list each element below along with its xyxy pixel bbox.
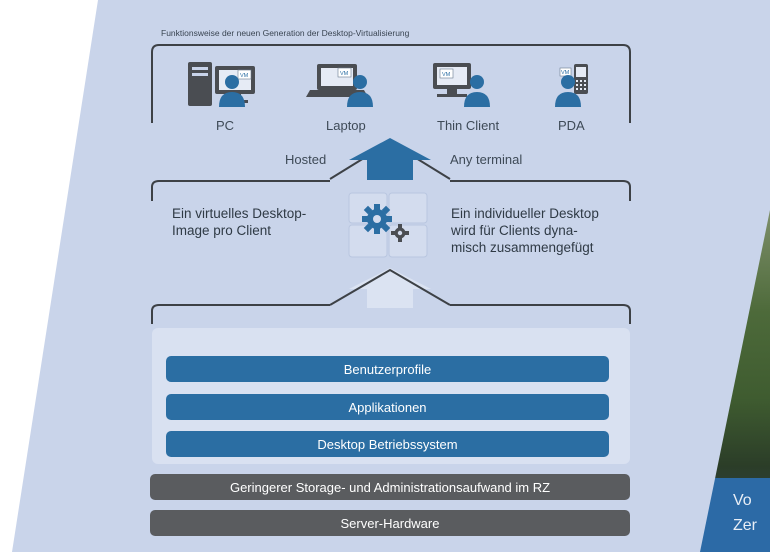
vm-tag-pda: VM: [561, 70, 570, 76]
virtual-image-line-1: Ein virtuelles Desktop-: [172, 206, 307, 221]
upload-arrow-top: [329, 138, 451, 180]
device-label-thin-client: Thin Client: [437, 118, 500, 133]
hosted-label: Hosted: [285, 152, 327, 167]
laptop-icon: [306, 64, 373, 107]
virtual-image-line-2: Image pro Client: [172, 223, 272, 238]
virtual-image-description: Ein virtuelles Desktop- Image pro Client: [172, 205, 306, 239]
vm-tag-pc: VM: [240, 73, 249, 79]
layer-applications: Applikationen: [166, 394, 609, 420]
individual-desktop-line-1: Ein individueller Desktop: [451, 206, 599, 221]
server-hardware-bar: Server-Hardware: [150, 510, 630, 536]
diagram-title: Funktionsweise der neuen Generation der …: [161, 28, 410, 38]
any-terminal-label: Any terminal: [450, 152, 523, 167]
device-label-laptop: Laptop: [326, 118, 366, 133]
individual-desktop-line-3: misch zusammengefügt: [451, 240, 594, 255]
pc-icon: [188, 62, 255, 107]
individual-desktop-line-2: wird für Clients dyna-: [451, 223, 578, 238]
individual-desktop-description: Ein individueller Desktop wird für Clien…: [451, 205, 599, 256]
thin-client-icon: [433, 63, 490, 107]
vm-tag-thin-client: VM: [442, 72, 451, 78]
layer-user-profiles: Benutzerprofile: [166, 356, 609, 382]
vm-tag-laptop: VM: [340, 71, 349, 77]
pda-icon: [555, 64, 588, 107]
upload-arrow-bottom: [329, 268, 451, 308]
photo-caption-line-1: Vo: [733, 492, 752, 509]
storage-admin-bar: Geringerer Storage- und Administrationsa…: [150, 474, 630, 500]
layer-desktop-os: Desktop Betriebssystem: [166, 431, 609, 457]
device-label-pc: PC: [216, 118, 235, 133]
gears-icon: [362, 204, 409, 242]
photo-caption-line-2: Zer: [733, 517, 757, 534]
device-label-pda: PDA: [558, 118, 585, 133]
